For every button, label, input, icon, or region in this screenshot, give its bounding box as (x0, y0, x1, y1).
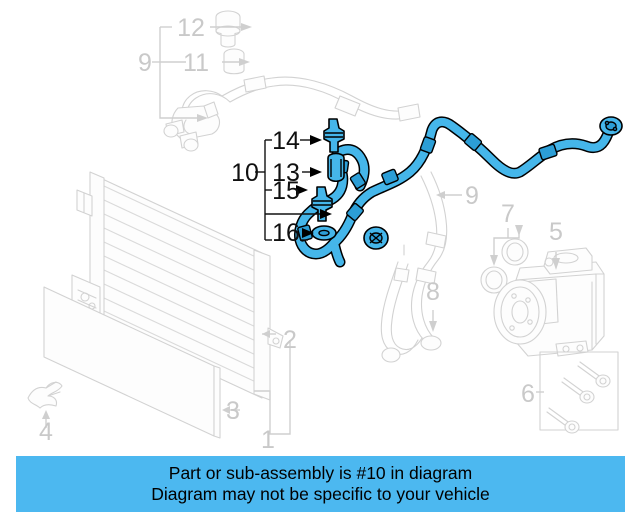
hose-end-fitting-lower (363, 226, 389, 250)
callout-label-16: 16 (272, 219, 300, 247)
callout-label-3: 3 (226, 397, 240, 425)
ac-line-item9 (410, 171, 462, 351)
banner-line-2: Diagram may not be specific to your vehi… (151, 484, 490, 504)
callout-label-11: 11 (183, 49, 209, 77)
sealing-washers-item7 (480, 225, 529, 294)
suction-hose-item8 (380, 244, 437, 363)
condenser-assembly (43, 171, 284, 439)
service-port-cap-item13 (327, 152, 345, 183)
callout-label-14: 14 (272, 127, 300, 155)
retainer-clip (27, 381, 63, 428)
callout-2-leader (262, 330, 276, 338)
o-ring-item16 (311, 225, 337, 241)
discharge-hose-assembly-item10 (294, 116, 623, 268)
compressor-bolts-item6 (536, 351, 619, 434)
callout-labels: 1 2 3 4 5 6 7 8 9 9 10 11 12 13 14 15 16 (39, 14, 563, 454)
callout-10-leader-group (255, 135, 332, 241)
service-port-cap-large-item12 (215, 10, 241, 48)
info-banner: Part or sub-assembly is #10 in diagram D… (16, 456, 625, 512)
callout-label-7: 7 (501, 200, 515, 228)
hose-end-flange-right (599, 116, 623, 136)
callout-label-9a: 9 (138, 49, 152, 77)
callout-label-2: 2 (283, 326, 297, 354)
ac-compressor-item5 (493, 247, 605, 357)
callout-label-8: 8 (426, 278, 440, 306)
callout-label-5: 5 (549, 218, 563, 246)
callout-label-13: 13 (272, 159, 300, 187)
callout-label-4: 4 (39, 418, 53, 446)
callout-label-6: 6 (521, 380, 535, 408)
callout-1-leader (254, 340, 291, 435)
service-valve-item14 (323, 118, 345, 153)
callout-label-1: 1 (261, 426, 275, 454)
callout-label-9b: 9 (465, 182, 479, 210)
callout-label-12: 12 (177, 14, 205, 42)
callout-label-10: 10 (231, 159, 259, 187)
callout-9-leader-group (152, 23, 252, 122)
banner-line-1: Part or sub-assembly is #10 in diagram (168, 462, 473, 483)
callout-3-leader (222, 406, 240, 414)
service-valve-item15 (311, 186, 333, 222)
upper-ac-line-group (163, 10, 421, 152)
hose-branch-junction (349, 172, 366, 190)
callout-label-15: 15 (272, 177, 300, 205)
